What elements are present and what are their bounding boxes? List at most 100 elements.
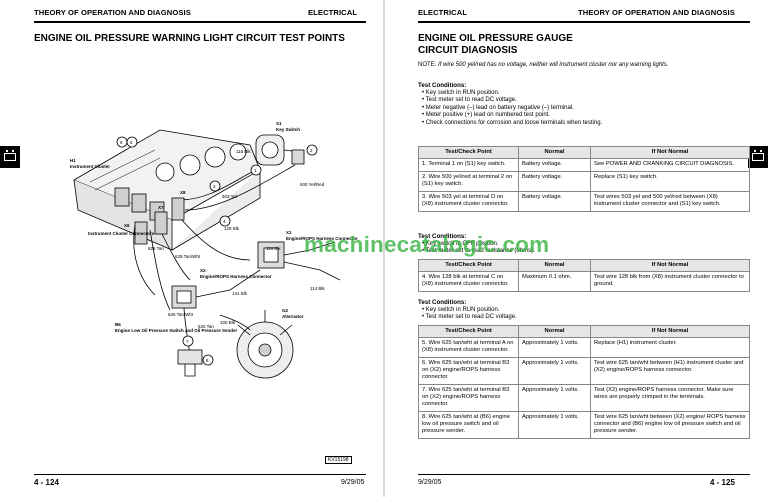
if-not-normal-cell: Test wire 625 tan/wht between (H1) instr… xyxy=(590,357,750,385)
normal-cell: Battery voltage. xyxy=(518,171,591,192)
test-point-cell: 5. Wire 625 tan/wht at terminal A on (X8… xyxy=(418,337,519,358)
callout-3: 3 xyxy=(213,184,216,189)
label-x6: X6 xyxy=(124,223,130,228)
test-conditions-list-3: Key switch in RUN position. Test meter s… xyxy=(422,307,752,322)
wire-100: 100 Blk xyxy=(220,320,236,325)
note: NOTE: If wire 500 yel/red has no voltage… xyxy=(418,62,748,70)
page-gutter xyxy=(383,0,385,497)
wire-625-tan: 625 Tan xyxy=(148,246,164,251)
test-conditions-list-2: Key switch in OFF position. Test meter s… xyxy=(422,241,752,256)
label-g2-name: Alternator xyxy=(282,314,304,319)
wire-131: 131 Blk xyxy=(232,291,248,296)
condition-item: Key switch in RUN position. xyxy=(422,90,752,97)
wire-625-tanwht-2: 625 Tan/Wht xyxy=(168,312,194,317)
condition-item: Key switch in OFF position. xyxy=(422,241,752,248)
condition-item: Test meter set to read DC voltage. xyxy=(422,314,752,321)
battery-icon xyxy=(4,150,16,161)
left-header-rule xyxy=(34,21,366,23)
left-footer-rule xyxy=(34,474,366,475)
column-header: Test/Check Point xyxy=(418,325,519,338)
left-header-title: THEORY OF OPERATION AND DIAGNOSIS xyxy=(34,8,191,17)
if-not-normal-cell: See POWER AND CRANKING CIRCUIT DIAGNOSIS… xyxy=(590,158,750,172)
condition-item: Test meter set to read resistance (ohms)… xyxy=(422,248,752,255)
test-table-3: Test/Check Point Normal If Not Normal 5.… xyxy=(418,325,750,439)
test-conditions-list-1: Key switch in RUN position. Test meter s… xyxy=(422,90,752,127)
label-x8: X8 xyxy=(180,190,186,195)
left-header-section: ELECTRICAL xyxy=(308,8,358,17)
right-header-title: THEORY OF OPERATION AND DIAGNOSIS xyxy=(578,8,735,17)
if-not-normal-cell: Test wire 625 tan/wht between (X2) engin… xyxy=(590,411,750,439)
label-x1: X1 xyxy=(286,230,292,235)
if-not-normal-cell: Replace (S1) key switch. xyxy=(590,171,750,192)
callout-7: 7 xyxy=(186,339,189,344)
test-conditions-heading-1: Test Conditions: xyxy=(418,82,467,89)
column-header: Test/Check Point xyxy=(418,259,519,272)
condition-item: Meter positive (+) lead on numbered test… xyxy=(422,112,752,119)
left-page-title: ENGINE OIL PRESSURE WARNING LIGHT CIRCUI… xyxy=(34,33,345,44)
wire-625-tan-2: 625 Tan xyxy=(198,324,214,329)
table-header-row: Test/Check Point Normal If Not Normal xyxy=(418,146,750,159)
test-table-1: Test/Check Point Normal If Not Normal 1.… xyxy=(418,146,750,212)
normal-cell: Maximum 0.1 ohm. xyxy=(518,271,591,292)
wire-116-b: 116 Blk xyxy=(266,246,281,251)
note-text: If wire 500 yel/red has no voltage, neit… xyxy=(438,62,669,68)
left-section-tab xyxy=(0,146,20,168)
column-header: Test/Check Point xyxy=(418,146,519,159)
wire-500: 500 Yel/Red xyxy=(300,182,325,187)
if-not-normal-cell: Test (X2) engine/ROPS harness connector.… xyxy=(590,384,750,412)
label-x1-name: Engine/ROPS Harness Connector xyxy=(286,236,358,241)
test-conditions-heading-3: Test Conditions: xyxy=(418,299,467,306)
if-not-normal-cell: Test wires 503 yel and 500 yel/red betwe… xyxy=(590,191,750,212)
table-header-row: Test/Check Point Normal If Not Normal xyxy=(418,259,750,272)
label-h1-name: Instrument Cluster xyxy=(70,164,110,169)
normal-cell: Battery voltage. xyxy=(518,158,591,172)
callout-1: 1 xyxy=(254,168,257,173)
wiring-diagram-svg: 5 6 1 2 3 4 7 8 S1 Key Switch H1 Instrum… xyxy=(70,121,358,379)
normal-cell: Battery voltage. xyxy=(518,191,591,212)
callout-2: 2 xyxy=(310,148,313,153)
left-page-date: 9/29/05 xyxy=(341,479,365,486)
right-page-title-line2: CIRCUIT DIAGNOSIS xyxy=(418,45,518,56)
column-header: Normal xyxy=(518,259,591,272)
table-row: 1. Terminal 1 on (S1) key switch. Batter… xyxy=(418,158,750,172)
callout-4: 4 xyxy=(223,219,226,224)
callout-8: 8 xyxy=(206,358,209,363)
label-x2: X2 xyxy=(200,268,206,273)
condition-item: Check connections for corrosion and loos… xyxy=(422,120,752,127)
test-point-cell: 1. Terminal 1 on (S1) key switch. xyxy=(418,158,519,172)
wire-116: 116 Blk xyxy=(236,149,251,154)
test-table-2: Test/Check Point Normal If Not Normal 4.… xyxy=(418,259,750,292)
condition-item: Test meter set to read DC voltage. xyxy=(422,97,752,104)
wire-128: 128 Blk xyxy=(224,226,240,231)
callout-6: 6 xyxy=(130,140,133,145)
test-point-cell: 3. Wire 503 yel at terminal D on (X8) in… xyxy=(418,191,519,212)
right-footer-rule xyxy=(418,474,750,475)
label-h1: H1 xyxy=(70,158,76,163)
right-page-title-line1: ENGINE OIL PRESSURE GAUGE xyxy=(418,33,573,44)
note-label: NOTE: xyxy=(418,62,437,68)
right-page-date: 9/29/05 xyxy=(418,479,442,486)
if-not-normal-cell: Test wire 128 blk from (X8) instrument c… xyxy=(590,271,750,292)
table-row: 7. Wire 625 tan/wht at terminal B3 on (X… xyxy=(418,384,750,412)
test-conditions-heading-2: Test Conditions: xyxy=(418,233,467,240)
column-header: Normal xyxy=(518,146,591,159)
table-row: 3. Wire 503 yel at terminal D on (X8) in… xyxy=(418,191,750,212)
table-row: 2. Wire 500 yel/red at terminal 2 on (S1… xyxy=(418,171,750,192)
condition-item: Key switch in RUN position. xyxy=(422,307,752,314)
if-not-normal-cell: Replace (H1) instrument cluster. xyxy=(590,337,750,358)
wire-503: 503 Yel xyxy=(222,194,237,199)
label-b6: B6 xyxy=(115,322,121,327)
label-g2: G2 xyxy=(282,308,289,313)
test-point-cell: 4. Wire 128 blk at terminal C on (X8) in… xyxy=(418,271,519,292)
label-x2-name: Engine/ROPS Harness Connector xyxy=(200,274,272,279)
column-header: If Not Normal xyxy=(590,325,750,338)
callout-5: 5 xyxy=(120,140,123,145)
condition-item: Meter negative (–) lead on battery negat… xyxy=(422,105,752,112)
right-page-number: 4 - 125 xyxy=(710,478,735,487)
wire-625-tanwht: 625 Tan/Wht xyxy=(175,254,201,259)
left-page xyxy=(0,0,384,497)
battery-icon xyxy=(752,150,764,161)
normal-cell: Approximately 1 volts. xyxy=(518,357,591,385)
table-header-row: Test/Check Point Normal If Not Normal xyxy=(418,325,750,338)
normal-cell: Approximately 1 volts. xyxy=(518,411,591,439)
